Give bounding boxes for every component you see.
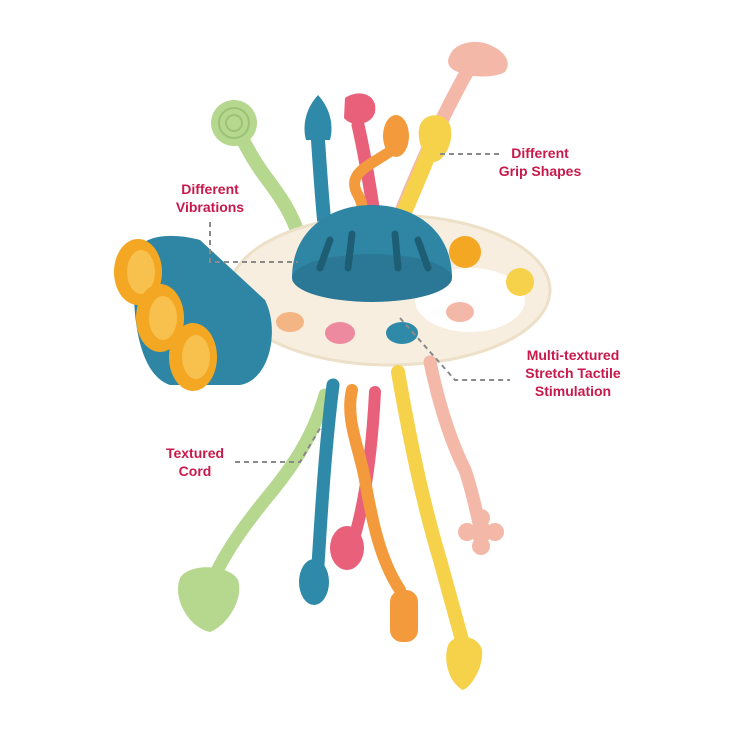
upper-grip-shapes bbox=[211, 41, 508, 162]
stretch-callout: Multi-textured Stretch Tactile Stimulati… bbox=[508, 346, 638, 400]
teal-button bbox=[386, 322, 418, 344]
stretch-line3: Stimulation bbox=[534, 383, 612, 399]
green-strawberry-grip bbox=[178, 567, 240, 632]
grip-callout: Different Grip Shapes bbox=[490, 144, 590, 180]
orange-leaf-grip bbox=[383, 115, 409, 157]
grip-line1: Different bbox=[511, 145, 569, 161]
yellow-button bbox=[506, 268, 534, 296]
green-lower-cord bbox=[208, 388, 332, 582]
teal-rocket-grip bbox=[304, 95, 332, 140]
grip-line2: Grip Shapes bbox=[498, 163, 582, 179]
teal-shell-grip bbox=[299, 559, 329, 605]
cord-leader bbox=[235, 424, 323, 463]
teal-lower-cord bbox=[311, 378, 340, 572]
leader-lines bbox=[209, 153, 510, 463]
blush-button bbox=[446, 302, 474, 322]
vibrations-line1: Different bbox=[181, 181, 239, 197]
cord-callout: Textured Cord bbox=[150, 444, 240, 480]
pink-crab-grip bbox=[344, 93, 376, 124]
yellow-pineapple-grip bbox=[418, 115, 452, 162]
green-upper-cord bbox=[233, 128, 307, 247]
orange-lower-cord bbox=[344, 384, 406, 596]
orange-button bbox=[449, 236, 481, 268]
pink-button bbox=[325, 322, 355, 344]
stretch-line1: Multi-textured bbox=[526, 347, 620, 363]
peach-button bbox=[276, 312, 304, 332]
blush-lower-cord bbox=[423, 355, 487, 535]
blush-car-grip bbox=[448, 41, 508, 77]
cord-line2: Cord bbox=[178, 463, 212, 479]
blush-flower-grip bbox=[458, 509, 504, 555]
lower-cords bbox=[208, 355, 487, 647]
yellow-lower-cord bbox=[391, 365, 469, 647]
cord-line1: Textured bbox=[165, 445, 225, 461]
green-target-grip bbox=[211, 100, 257, 146]
pink-disc-grip bbox=[330, 526, 364, 570]
stretch-leader bbox=[399, 317, 510, 381]
vibrations-leader bbox=[209, 222, 298, 263]
teal-upper-cord bbox=[311, 133, 332, 237]
stretch-line2: Stretch Tactile bbox=[525, 365, 621, 381]
yellow-strawberry-grip bbox=[446, 636, 483, 690]
wheel-pod bbox=[114, 235, 272, 391]
vibrations-callout: Different Vibrations bbox=[160, 180, 260, 216]
lower-grip-shapes bbox=[178, 509, 504, 690]
orange-fish-grip bbox=[390, 590, 418, 642]
vibration-dome bbox=[292, 205, 452, 302]
vibrations-line2: Vibrations bbox=[175, 199, 245, 215]
